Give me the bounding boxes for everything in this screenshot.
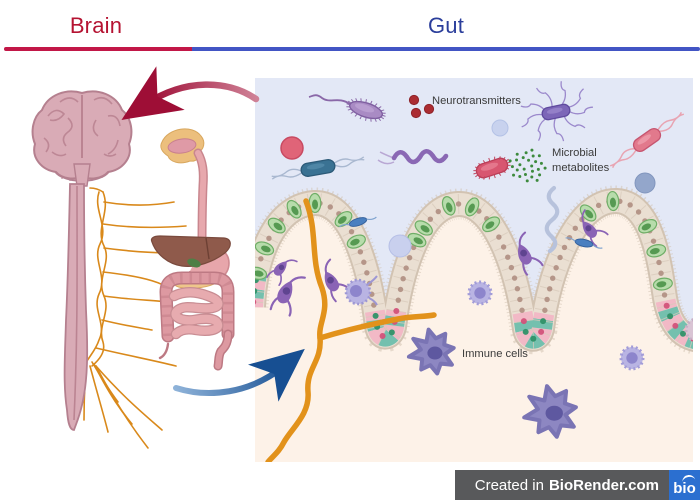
gut-panel: Neurotransmitters Microbial metabolites … (255, 78, 693, 462)
spirochete-gray (544, 185, 560, 254)
label-immune-cells: Immune cells (462, 348, 528, 360)
label-microbial-metabolites-line1: Microbial (552, 147, 597, 159)
round-cell-blue-gray (634, 172, 656, 194)
brainstem (73, 163, 91, 187)
bacterium-dark-purple-flagellated (520, 81, 593, 142)
bacterium-purple-rod (308, 94, 386, 122)
label-microbial-metabolites-line2: metabolites (552, 162, 610, 174)
section-title-brain: Brain (69, 13, 123, 38)
bacterium-pink-rod (609, 111, 685, 169)
round-cell-lavender (388, 234, 412, 258)
spirochete-purple (377, 148, 449, 165)
microbial-metabolite-dots (508, 148, 547, 183)
section-title-gut: Gut (427, 13, 465, 38)
gyri-lines (43, 96, 121, 157)
brain-illustration (31, 90, 133, 187)
plasma-cell (344, 275, 378, 306)
bacterium-red-rod (473, 156, 511, 180)
lymphocytes (467, 280, 693, 371)
enteric-nerve-fiber (265, 198, 437, 462)
bacterium-teal-rod (271, 156, 365, 180)
biorender-logo-text: bio (673, 480, 696, 497)
divider-gut-segment (192, 47, 700, 51)
neurotransmitter-dots (408, 94, 435, 119)
badge-prefix: Created in (474, 476, 544, 494)
label-neurotransmitters: Neurotransmitters (432, 95, 521, 107)
gut-to-brain-arrow (121, 66, 260, 120)
liver (150, 235, 231, 267)
divider-brain-segment (4, 47, 192, 51)
bacterium-blue-adherent (339, 216, 603, 249)
goblet-cells (255, 190, 673, 291)
biorender-badge[interactable]: Created in BioRender.com (455, 470, 669, 500)
badge-brand: BioRender.com (548, 476, 659, 494)
immune-cells (406, 327, 578, 439)
pink-round-cell (280, 136, 304, 160)
brain-to-gut-arrow (173, 348, 305, 402)
biorender-logo[interactable]: bio (669, 470, 700, 500)
tongue (167, 138, 197, 154)
appendix (158, 342, 170, 360)
gallbladder (187, 258, 201, 268)
digestive-tract (150, 128, 235, 371)
round-cell-light-blue (491, 119, 509, 137)
spinal-cord (63, 183, 89, 431)
